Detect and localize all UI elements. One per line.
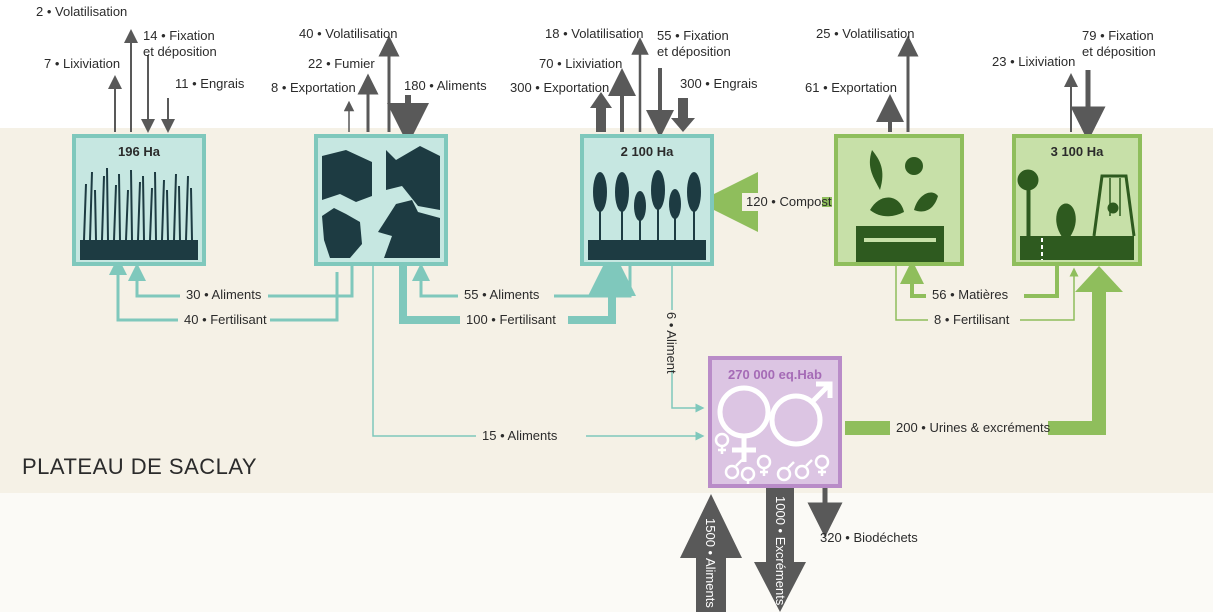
label-fertilisant-8: 8 • Fertilisant [934,312,1010,327]
label-fertilisant-100: 100 • Fertilisant [466,312,556,327]
label-excrements-1000: 1000 • Excréments [773,496,788,606]
node-elevage[interactable] [314,134,448,266]
label-aliments-30: 30 • Aliments [186,287,262,302]
excrements-1000-arrow [754,488,806,612]
label-cultures-exportation: 300 • Exportation [510,80,609,95]
flow-line-aliments-15 [372,266,705,441]
label-fertilisant-40: 40 • Fertilisant [184,312,267,327]
label-aliments-15: 15 • Aliments [482,428,558,443]
node-label: 196 Ha [118,144,161,159]
node-compost[interactable] [834,134,964,266]
garden-icon [1017,169,1136,260]
node-label: 3 100 Ha [1051,144,1105,159]
node-jardins[interactable]: 3 100 Ha [1012,134,1142,266]
label-matieres-56: 56 • Matières [932,287,1009,302]
label-elevage-exportation: 8 • Exportation [271,80,356,95]
label-prairie-volatilisation: 2 • Volatilisation [36,4,127,19]
gray-flows [108,29,1106,538]
flow-labels: 2 • Volatilisation 7 • Lixiviation 14 • … [36,4,1156,608]
label-prairie-fixation-1: 14 • Fixation [143,28,215,43]
node-label: 270 000 eq.Hab [728,367,822,382]
label-prairie-engrais: 11 • Engrais [175,76,245,91]
urines-arrowhead [1075,266,1123,292]
label-urines-200: 200 • Urines & excréments [896,420,1051,435]
label-elevage-aliments: 180 • Aliments [404,78,487,93]
node-population[interactable]: 270 000 eq.Hab [708,356,842,488]
label-compost-volatilisation: 25 • Volatilisation [816,26,915,41]
label-jardins-fixation-1: 79 • Fixation [1082,28,1154,43]
wheat-icon [593,170,701,240]
node-cultures[interactable]: 2 100 Ha [580,134,714,266]
label-cultures-engrais: 300 • Engrais [680,76,758,91]
compost-icon [856,150,944,262]
label-cultures-fixation-1: 55 • Fixation [657,28,729,43]
cultures-export-arrow [590,92,612,132]
aliments-1500-arrow [680,494,742,612]
label-cultures-volatilisation: 18 • Volatilisation [545,26,644,41]
label-cultures-lixiviation: 70 • Lixiviation [539,56,622,71]
label-compost-exportation: 61 • Exportation [805,80,897,95]
label-jardins-fixation-2: et déposition [1082,44,1156,59]
label-elevage-fumier: 22 • Fumier [308,56,375,71]
label-cultures-fixation-2: et déposition [657,44,731,59]
label-compost-120: 120 • Compost [746,194,832,209]
label-biodechets-320: 320 • Biodéchets [820,530,918,545]
label-jardins-lixiviation: 23 • Lixiviation [992,54,1075,69]
label-aliments-55: 55 • Aliments [464,287,540,302]
label-prairie-fixation-2: et déposition [143,44,217,59]
label-aliment-6: 6 • Aliment [664,312,679,374]
outside-band [0,493,1213,612]
gender-symbols-icon [717,381,833,462]
label-aliments-1500: 1500 • Aliments [703,518,718,608]
grass-icon [83,167,193,241]
label-prairie-lixiviation: 7 • Lixiviation [44,56,120,71]
label-elevage-volatilisation: 40 • Volatilisation [299,26,398,41]
node-prairie[interactable]: 196 Ha [72,134,206,266]
livestock-icon [322,146,440,258]
region-label: PLATEAU DE SACLAY [22,454,257,479]
small-gender-icons [714,432,830,484]
node-label: 2 100 Ha [621,144,675,159]
cultures-engrais-arrow [671,98,695,132]
